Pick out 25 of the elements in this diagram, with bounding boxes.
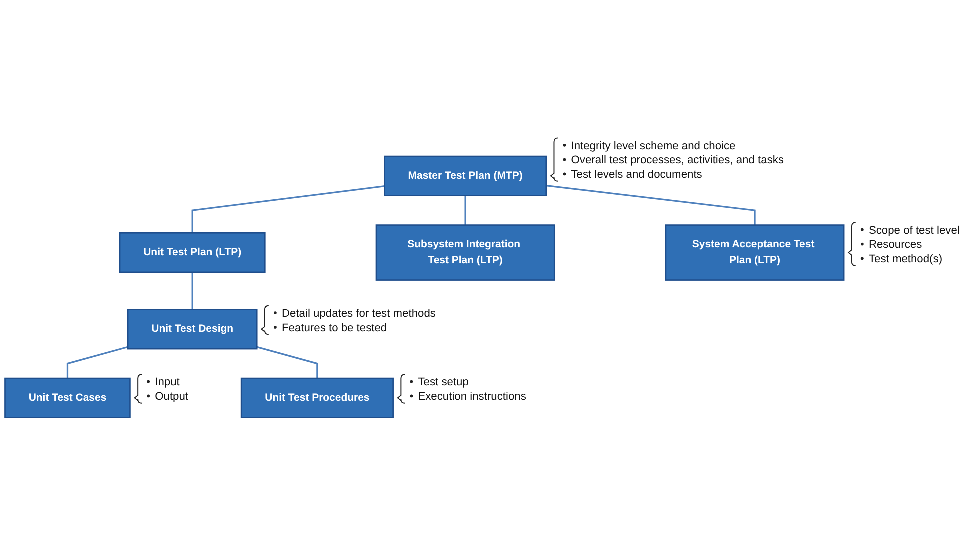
process-box: Subsystem Integration Test Plan (LTP): [376, 224, 556, 281]
connector: [546, 184, 756, 226]
process-box: Unit Test Procedures: [240, 378, 394, 418]
connector: [66, 346, 128, 379]
bullet-text: Test levels and documents: [571, 169, 702, 182]
bullet-text: Features to be tested: [282, 322, 388, 334]
connector: [192, 272, 194, 310]
bullet-text: Overall test processes, activities, and tasks: [571, 154, 784, 167]
bullet-text: Test setup: [418, 376, 469, 389]
bullet-text: Execution instructions: [418, 391, 526, 404]
process-box: Unit Test Plan (LTP): [119, 232, 266, 274]
process-box: Unit Test Cases: [4, 378, 131, 418]
connector: [192, 186, 385, 234]
connector: [464, 196, 466, 226]
bullet-text: Scope of test level: [868, 224, 960, 237]
bullet-text: Output: [155, 391, 189, 404]
process-box: Master Test Plan (MTP): [384, 156, 548, 196]
connector: [256, 346, 318, 379]
process-box: System Acceptance Test Plan (LTP): [665, 224, 845, 281]
process-box: Unit Test Design: [127, 309, 258, 350]
bullet-text: Detail updates for test methods: [282, 308, 436, 320]
bullet-text: Input: [155, 376, 180, 389]
bullet-text: Integrity level scheme and choice: [571, 140, 736, 152]
bullet-text: Test method(s): [868, 254, 943, 266]
bullet-text: Resources: [868, 239, 922, 252]
